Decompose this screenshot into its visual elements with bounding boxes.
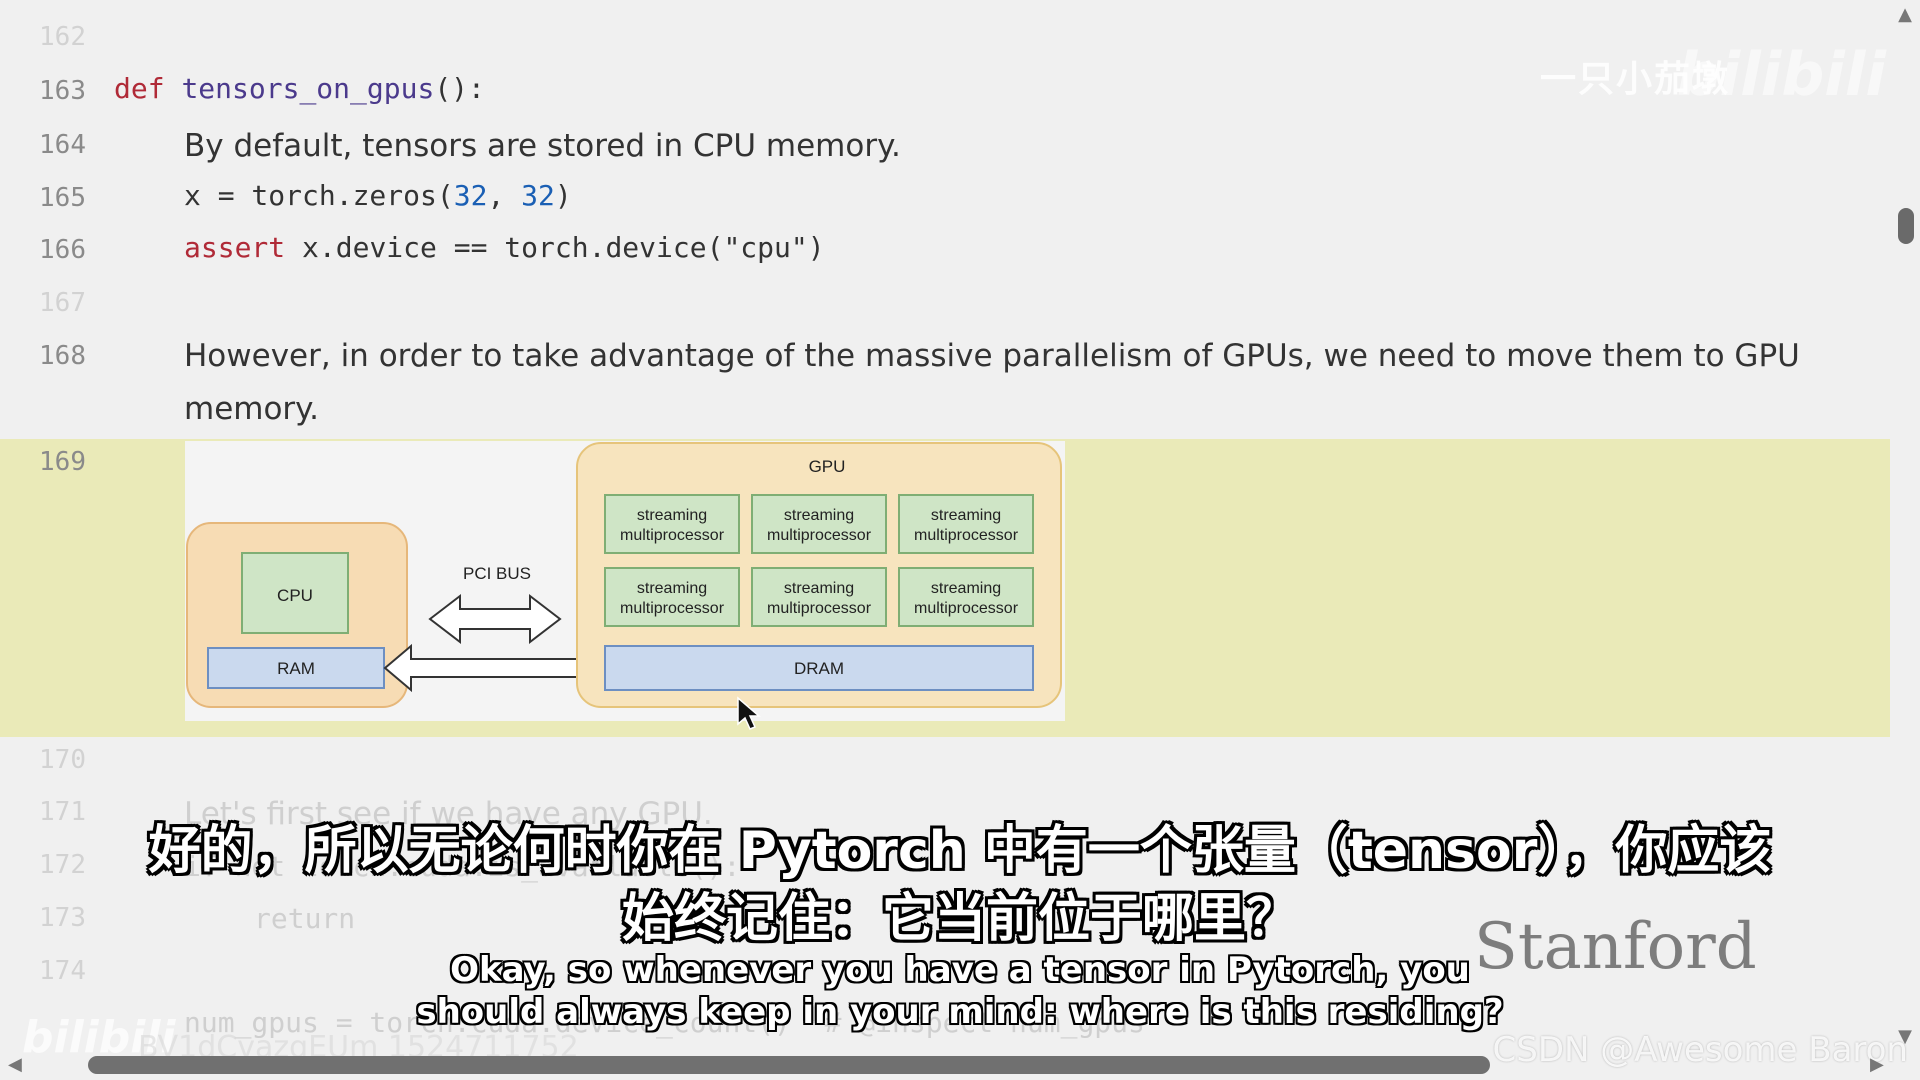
scroll-left-icon[interactable]: ◀ [8, 1054, 22, 1075]
scroll-up-icon[interactable]: ▲ [1898, 4, 1912, 25]
subtitle-en-line-1: Okay, so whenever you have a tensor in P… [450, 950, 1470, 990]
ram-label: RAM [277, 659, 315, 678]
sm-label: multiprocessor [767, 600, 872, 617]
sm-label: multiprocessor [914, 600, 1019, 617]
line-number: 164 [39, 130, 86, 160]
mouse-cursor-icon [737, 696, 762, 730]
line-number: 169 [39, 447, 86, 477]
code-line-163: def tensors_on_gpus(): [114, 72, 485, 105]
cpu-gpu-diagram: CPU RAM PCI BUS GPU streaming multiproce… [185, 441, 1065, 721]
line-number: 170 [39, 745, 86, 775]
docstring-line-164: By default, tensors are stored in CPU me… [184, 128, 901, 164]
code-viewer[interactable]: 162 163 164 165 166 167 168 169 170 171 … [0, 0, 1890, 1060]
code-line-175: num_gpus = torch.cuda.device_count() # @… [184, 1006, 1145, 1039]
sm-label: streaming [784, 507, 854, 524]
line-number: 173 [39, 903, 86, 933]
code-text: x.device == torch.device("cpu") [285, 231, 825, 264]
sm-label: streaming [784, 580, 854, 597]
code-text: (): [434, 72, 485, 105]
docstring-line-171: Let's first see if we have any GPU. [184, 796, 713, 832]
code-line-165: x = torch.zeros(32, 32) [184, 179, 572, 212]
sm-box [751, 567, 887, 627]
sm-label: streaming [637, 580, 707, 597]
line-number: 168 [39, 341, 86, 371]
sm-label: multiprocessor [620, 600, 725, 617]
vertical-scrollbar[interactable]: ▲ ▼ [1890, 0, 1920, 1060]
stanford-logo: Stanford [1474, 910, 1757, 984]
sm-box [604, 494, 740, 554]
diagram-svg: CPU RAM PCI BUS GPU streaming multiproce… [186, 442, 1062, 708]
line-number: 167 [39, 288, 86, 318]
bilibili-logo-icon: bilibili [22, 1012, 176, 1063]
scroll-down-icon[interactable]: ▼ [1898, 1026, 1912, 1047]
line-number: 172 [39, 850, 86, 880]
bilibili-logo-icon: bilibili [1676, 40, 1886, 110]
keyword: def [114, 72, 165, 105]
sm-label: streaming [931, 507, 1001, 524]
sm-box [898, 567, 1034, 627]
subtitle-cn-line-2: 始终记住：它当前位于哪里？ [621, 889, 1298, 949]
csdn-watermark: CSDN @Awesome Baron [1492, 1030, 1908, 1070]
dram-label: DRAM [794, 659, 844, 678]
sm-label: streaming [931, 580, 1001, 597]
pci-bus-arrow [428, 593, 562, 645]
cpu-box [241, 552, 349, 634]
code-line-172: if not torch.cuda.is_available(): [184, 850, 741, 883]
sm-label: multiprocessor [767, 527, 872, 544]
horizontal-scroll-thumb[interactable] [88, 1056, 1490, 1074]
cpu-label: CPU [277, 586, 313, 605]
pci-bus-label: PCI BUS [463, 564, 531, 583]
code-line-166: assert x.device == torch.device("cpu") [184, 231, 825, 264]
code-text: ) [554, 179, 572, 212]
sm-label: streaming [637, 507, 707, 524]
gpu-label: GPU [809, 457, 846, 476]
subtitle-cn-line-1: 好的，所以无论何时你在 Pytorch 中有一个张量（tensor），你应该 [148, 821, 1772, 881]
number-literal: 32 [453, 179, 488, 212]
vertical-scroll-thumb[interactable] [1898, 208, 1914, 244]
ram-dram-arrow [383, 643, 607, 693]
line-number: 162 [39, 22, 86, 52]
dram-box [604, 645, 1034, 691]
number-literal: 32 [521, 179, 555, 212]
sm-box [751, 494, 887, 554]
line-number: 166 [39, 235, 86, 265]
line-number: 174 [39, 956, 86, 986]
sm-box [604, 567, 740, 627]
sm-label: multiprocessor [914, 527, 1019, 544]
docstring-line-168b: memory. [184, 391, 319, 427]
line-number: 171 [39, 797, 86, 827]
line-number: 165 [39, 183, 86, 213]
line-number: 163 [39, 76, 86, 106]
sm-label: multiprocessor [620, 527, 725, 544]
sm-grid: streaming multiprocessor streaming multi… [604, 494, 1034, 627]
subtitle-en-line-2: should always keep in your mind: where i… [416, 992, 1504, 1032]
docstring-line-168a: However, in order to take advantage of t… [184, 338, 1800, 374]
function-name: tensors_on_gpus [181, 72, 435, 105]
sm-box [898, 494, 1034, 554]
keyword: assert [184, 231, 286, 264]
uploader-watermark: 一只小茄墩 [1539, 59, 1730, 100]
code-text: x = torch.zeros( [184, 179, 454, 212]
code-text: , [487, 179, 522, 212]
scroll-right-icon[interactable]: ▶ [1870, 1054, 1884, 1075]
code-line-173: return [254, 902, 356, 935]
